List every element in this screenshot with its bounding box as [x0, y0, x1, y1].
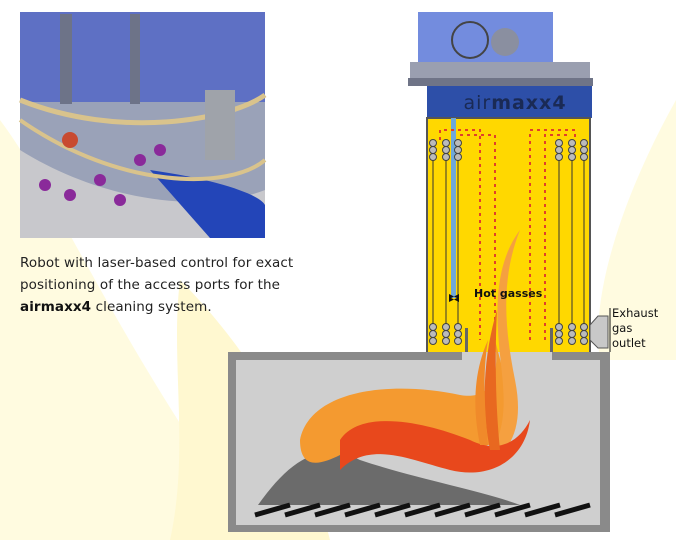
airmaxx4-tank	[426, 117, 591, 358]
caption-line-3: airmaxx4 cleaning system.	[20, 296, 320, 318]
background-flame-shape	[0, 120, 260, 540]
exhaust-line-3: outlet	[612, 336, 646, 350]
background-flame-shape	[598, 100, 676, 360]
robot-photo	[18, 12, 267, 238]
robot-machinery	[408, 12, 593, 86]
caption-tail: cleaning system.	[91, 299, 212, 315]
exhaust-outlet	[589, 315, 609, 349]
brand-light: air	[463, 92, 492, 114]
brand-band	[427, 86, 592, 118]
exhaust-line-1: Exhaust	[612, 306, 659, 320]
caption-line-2: positioning of the access ports for the	[20, 277, 281, 293]
brand-bold: maxx4	[491, 92, 567, 114]
caption-line-1: Robot with laser-based control for exact	[20, 255, 294, 271]
hot-gasses-label: Hot gasses	[474, 287, 543, 300]
airmaxx4-logo: airmaxx4	[440, 92, 590, 114]
exhaust-line-2: gas	[612, 321, 633, 335]
robot-caption: Robot with laser-based control for exact…	[20, 252, 320, 318]
exhaust-gas-outlet-label: Exhaust gas outlet	[612, 306, 658, 351]
flames	[300, 230, 530, 473]
caption-brand: airmaxx4	[20, 299, 92, 315]
